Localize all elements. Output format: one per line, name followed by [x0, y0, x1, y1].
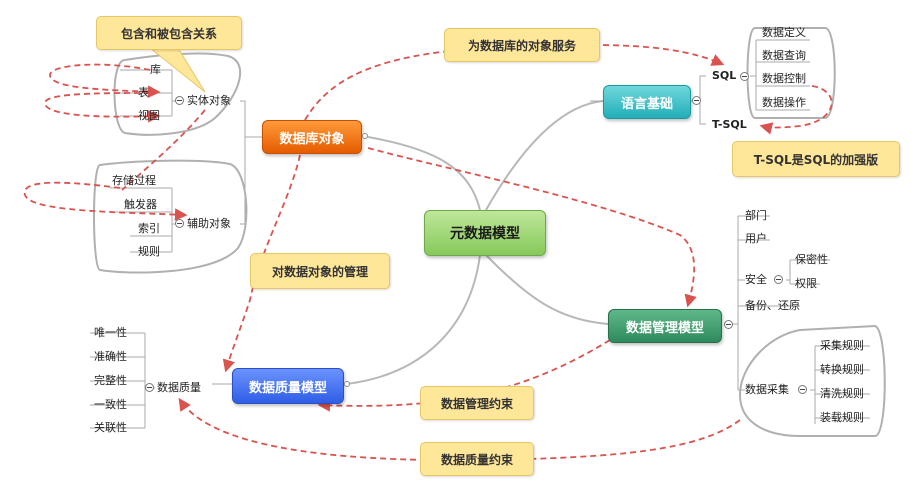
- quality-item-accuracy[interactable]: 准确性: [94, 350, 127, 363]
- quality-model-label: 数据质量模型: [248, 380, 327, 396]
- security-item-permission[interactable]: 权限: [795, 277, 817, 290]
- quality-node[interactable]: 数据质量: [157, 381, 201, 394]
- entity-item-view[interactable]: 视图: [138, 109, 160, 122]
- rel-collect-quality: [178, 397, 741, 462]
- rel-trigger: [23, 181, 188, 221]
- entity-item-library[interactable]: 库: [150, 63, 161, 76]
- collect-item-clean[interactable]: 清洗规则: [820, 387, 864, 400]
- root-label: 元数据模型: [450, 226, 520, 242]
- aux-collapse-toggle[interactable]: [175, 219, 184, 228]
- collect-item-load[interactable]: 装载规则: [820, 411, 864, 424]
- quality-item-uniqueness[interactable]: 唯一性: [94, 326, 127, 339]
- aux-item-procedure[interactable]: 存储过程: [112, 174, 156, 187]
- boundary-sql: [746, 27, 836, 119]
- sql-item-manipulation[interactable]: 数据操作: [762, 96, 806, 109]
- sql-node[interactable]: SQL: [712, 69, 737, 82]
- mgmt-item-collect[interactable]: 数据采集: [745, 383, 789, 396]
- rel-library: [49, 63, 161, 98]
- lang-collapse-toggle[interactable]: [692, 96, 701, 105]
- rel-sql-tsql: [759, 85, 833, 135]
- aux-objects-node[interactable]: 辅助对象: [187, 217, 231, 230]
- mgmt-item-backup[interactable]: 备份、还原: [745, 299, 800, 312]
- collect-item-gather[interactable]: 采集规则: [820, 339, 864, 352]
- mgmt-item-dept[interactable]: 部门: [745, 209, 767, 222]
- link-root-quality: [345, 254, 481, 385]
- boundary-aux: [93, 159, 248, 274]
- aux-item-index[interactable]: 索引: [138, 222, 160, 235]
- tsql-node[interactable]: T-SQL: [712, 118, 747, 131]
- note-manage-objects[interactable]: 对数据对象的管理: [250, 253, 390, 289]
- collect-collapse-toggle[interactable]: [798, 385, 807, 394]
- rel-entity-aux: [121, 109, 206, 191]
- note-serve[interactable]: 为数据库的对象服务: [444, 28, 600, 62]
- mgmt-collapse-toggle[interactable]: [724, 320, 733, 329]
- note-tsql[interactable]: T-SQL是SQL的加强版: [732, 141, 900, 177]
- db-objects-node[interactable]: 数据库对象: [262, 120, 362, 154]
- mgmt-model-node[interactable]: 数据管理模型: [608, 309, 722, 343]
- quality-model-node[interactable]: 数据质量模型: [232, 368, 344, 404]
- aux-item-rule[interactable]: 规则: [138, 245, 160, 258]
- entity-objects-node[interactable]: 实体对象: [187, 94, 231, 107]
- quality-collapse-toggle[interactable]: [145, 383, 154, 392]
- collect-item-transform[interactable]: 转换规则: [820, 363, 864, 376]
- sql-item-control[interactable]: 数据控制: [762, 72, 806, 85]
- mgmt-item-security[interactable]: 安全: [745, 273, 767, 286]
- link-root-mgmt: [485, 254, 609, 325]
- trunk-links: [345, 100, 609, 385]
- quality-item-completeness[interactable]: 完整性: [94, 374, 127, 387]
- quality-item-consistency[interactable]: 一致性: [94, 398, 127, 411]
- mgmt-item-user[interactable]: 用户: [745, 232, 767, 245]
- note-contain[interactable]: 包含和被包含关系: [96, 16, 242, 50]
- quality-model-dot: [344, 381, 350, 387]
- lang-basics-label: 语言基础: [620, 96, 673, 112]
- db-objects-label: 数据库对象: [279, 131, 345, 147]
- boundary-collect: [738, 324, 886, 437]
- security-item-confidentiality[interactable]: 保密性: [795, 253, 828, 266]
- aux-item-trigger[interactable]: 触发器: [124, 198, 157, 211]
- lang-basics-node[interactable]: 语言基础: [603, 85, 691, 119]
- sql-item-query[interactable]: 数据查询: [762, 49, 806, 62]
- tree-lines: [90, 39, 870, 429]
- link-root-lang: [485, 100, 604, 211]
- security-collapse-toggle[interactable]: [774, 275, 783, 284]
- sql-item-definition[interactable]: 数据定义: [762, 26, 806, 39]
- entity-item-table[interactable]: 表: [138, 86, 149, 99]
- db-objects-dot: [362, 133, 368, 139]
- note-quality-constraint[interactable]: 数据质量约束: [420, 442, 534, 476]
- note-mgmt-constraint[interactable]: 数据管理约束: [420, 386, 534, 420]
- entity-collapse-toggle[interactable]: [175, 96, 184, 105]
- link-root-db: [367, 136, 481, 211]
- sql-collapse-toggle[interactable]: [740, 72, 749, 81]
- mgmt-model-label: 数据管理模型: [625, 320, 704, 336]
- rel-db-mgmt: [367, 147, 697, 308]
- root-node[interactable]: 元数据模型: [424, 210, 546, 256]
- quality-item-association[interactable]: 关联性: [94, 421, 127, 434]
